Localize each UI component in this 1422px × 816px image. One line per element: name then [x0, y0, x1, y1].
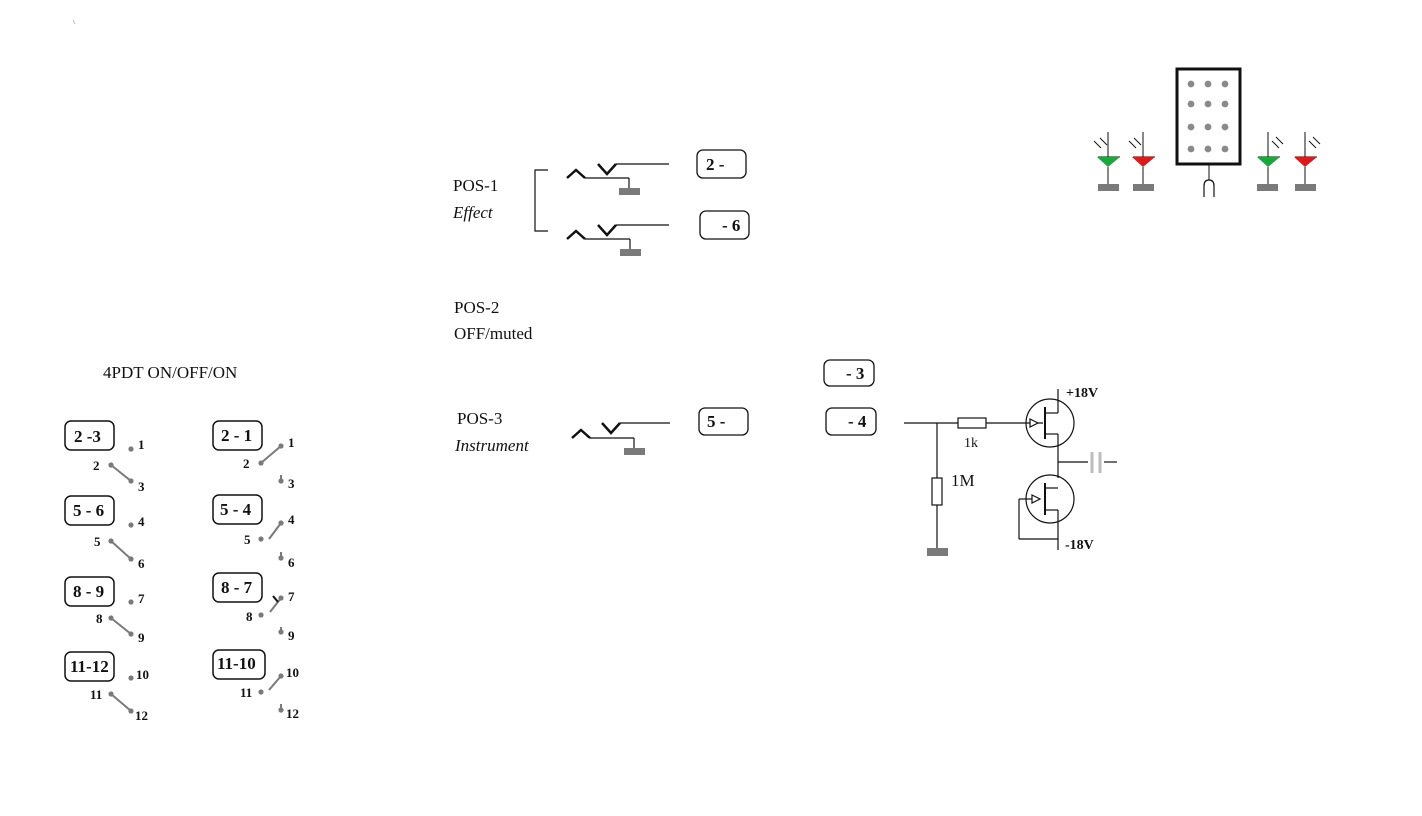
pin-label: 4 [288, 512, 295, 527]
label-1m: 1M [951, 471, 975, 490]
pos3-label: POS-3 [457, 409, 502, 428]
pin-label: 10 [136, 667, 149, 682]
pos3-desc: Instrument [454, 436, 530, 455]
pin-label: 2 [93, 458, 100, 473]
switch-right-labels: 2 - 1 1 2 3 5 - 4 4 5 6 8 - 7 7 8 9 11-1… [217, 426, 299, 721]
switch-left-column [64, 420, 134, 714]
pin-label: 2 [243, 456, 250, 471]
svg-text:5 -: 5 - [707, 412, 726, 431]
terminal-box-3: - 3 [823, 359, 875, 387]
switch-left-labels: 2 -3 1 2 3 5 - 6 4 5 6 8 - 9 7 8 9 11-12… [70, 427, 149, 723]
pole-label: 8 - 9 [73, 582, 104, 601]
label-vneg: -18V [1065, 538, 1094, 553]
switch-right-column [212, 420, 284, 713]
pin-label: 7 [288, 589, 295, 604]
pin-label: 4 [138, 514, 145, 529]
pos2-desc: OFF/muted [454, 324, 533, 343]
pin-label: 6 [288, 555, 295, 570]
switch-footprint [1175, 67, 1242, 197]
pin-label: 10 [286, 665, 299, 680]
svg-text:- 4: - 4 [848, 412, 867, 431]
pin-label: 1 [138, 437, 145, 452]
pole-label: 5 - 6 [73, 501, 104, 520]
pin-label: 5 [94, 534, 101, 549]
pin-label: 5 [244, 532, 251, 547]
pin-label: 9 [138, 630, 145, 645]
pin-label: 8 [246, 609, 253, 624]
pin-label: 9 [288, 628, 295, 643]
pole-label: 11-10 [217, 654, 256, 673]
pole-box [64, 420, 115, 451]
label-vpos: +18V [1066, 386, 1098, 401]
jack-instrument [571, 422, 670, 455]
svg-text:- 3: - 3 [846, 364, 864, 383]
svg-text:- 6: - 6 [722, 216, 740, 235]
pin-label: 7 [138, 591, 145, 606]
pin-label: 1 [288, 435, 295, 450]
pin-label: 12 [286, 706, 299, 721]
led-red-2 [1294, 132, 1321, 191]
label-1k: 1k [964, 436, 978, 451]
terminal-box-6: - 6 [699, 210, 750, 240]
resistor-1m [931, 477, 943, 506]
pin-label: 11 [90, 687, 102, 702]
pole-label: 11-12 [70, 657, 109, 676]
switch-lever [1203, 179, 1215, 197]
jack-effect-send [566, 163, 669, 195]
pos1-label: POS-1 [453, 176, 498, 195]
pos2-label: POS-2 [454, 298, 499, 317]
pin-label: 8 [96, 611, 103, 626]
pos1-bracket [534, 169, 548, 232]
jack-effect-return [566, 224, 669, 256]
led-green-2 [1257, 132, 1284, 191]
terminal-box-4: - 4 [825, 407, 877, 436]
pin-label: 11 [240, 685, 252, 700]
pos1-desc: Effect [452, 203, 494, 222]
terminal-box-2: 2 - [696, 149, 747, 179]
resistor-1k [957, 417, 987, 429]
led-red-1 [1128, 132, 1155, 191]
svg-text:2 -: 2 - [706, 155, 725, 174]
jfet-upper [1025, 398, 1075, 448]
pole-label: 5 - 4 [220, 500, 252, 519]
pole-label: 2 -3 [74, 427, 101, 446]
pin-label: 12 [135, 708, 148, 723]
buffer-circuit [904, 389, 1117, 556]
terminal-box-5: 5 - [698, 407, 749, 436]
switch-title: 4PDT ON/OFF/ON [103, 363, 237, 382]
pin-label: 6 [138, 556, 145, 571]
led-green-1 [1093, 132, 1120, 191]
ground-symbol [927, 548, 948, 556]
pin-label: 3 [138, 479, 145, 494]
stray-mark [72, 19, 76, 25]
pin-label: 3 [288, 476, 295, 491]
pole-label: 8 - 7 [221, 578, 253, 597]
pole-label: 2 - 1 [221, 426, 252, 445]
